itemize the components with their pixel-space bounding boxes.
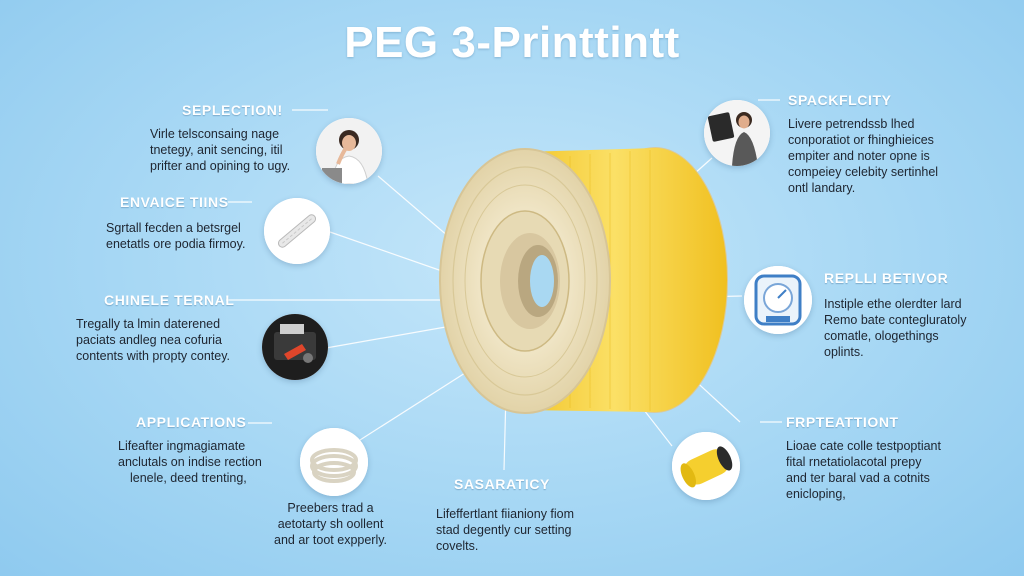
filament-strand-icon (264, 198, 330, 264)
text-line: anclutals on indise rection (118, 455, 262, 469)
text-line: ontl landary. (788, 181, 856, 195)
text-bottom-left: Preebers trad a aetotarty sh oollent and… (274, 500, 387, 548)
text-chinele: Tregally ta lmin daterened paciats andle… (76, 316, 230, 364)
text-spackflcity: Livere petrendssb lhed conporatiot or fh… (788, 116, 938, 196)
text-sasaraticy: Lifeffertlant fiianiony fiom stad degent… (436, 506, 574, 554)
heading-seplection: SEPLECTION! (182, 102, 283, 118)
text-line: Remo bate contegluratoly (824, 313, 967, 327)
printer-part-icon (262, 314, 328, 380)
text-line: Instiple ethe olerdter lard (824, 297, 962, 311)
text-line: and ar toot expperly. (274, 533, 388, 547)
text-line: Lifeafter ingmagiamate (118, 439, 246, 453)
heading-applications: APPLICATIONS (136, 414, 247, 430)
text-line: Preebers trad a (287, 501, 374, 515)
heading-chinele: CHINELE TERNAL (104, 292, 235, 308)
text-line: conporatiot or fhinghieices (788, 133, 934, 147)
text-line: Tregally ta lmin daterened (76, 317, 221, 331)
page-title: PEG 3-Printtintt (344, 18, 680, 67)
text-line: contents with propty contey. (76, 349, 231, 363)
gauge-device-icon (744, 266, 812, 334)
text-line: empiter and noter opne is (788, 149, 930, 163)
text-line: paciats andleg nea cofuria (76, 333, 222, 347)
text-replli: Instiple ethe olerdter lard Remo bate co… (824, 296, 966, 360)
text-line: enicloping, (786, 487, 846, 501)
text-line: and ter baral vad a cotnits (786, 471, 930, 485)
heading-frpteattiont: FRPTEATTIONT (786, 414, 899, 430)
text-line: compeiey celebity sertinhel (788, 165, 939, 179)
text-frpteattiont: Lioae cate colle testpoptiant fital rnet… (786, 438, 941, 502)
text-line: lenele, deed trenting, (130, 471, 247, 485)
text-line: enetatls ore podia firmoy. (106, 237, 246, 251)
filament-coil-icon (300, 428, 368, 496)
text-seplection: Virle telsconsaing nage tnetegy, anit se… (150, 126, 290, 174)
text-line: prifter and opining to ugy. (150, 159, 291, 173)
heading-sasaraticy: SASARATICY (454, 476, 550, 492)
text-line: Lioae cate colle testpoptiant (786, 439, 941, 453)
heading-replli: REPLLI BETIVOR (824, 270, 949, 286)
text-line: fital rnetatiolacotal prepy (786, 455, 922, 469)
text-envaice: Sgrtall fecden a betsrgel enetatls ore p… (106, 220, 245, 252)
text-line: Sgrtall fecden a betsrgel (106, 221, 241, 235)
text-applications: Lifeafter ingmagiamate anclutals on indi… (118, 438, 262, 486)
text-line: aetotarty sh oollent (277, 517, 384, 531)
heading-envaice: ENVAICE TIINS (120, 194, 229, 210)
text-line: comatle, ologethings (824, 329, 939, 343)
text-line: Virle telsconsaing nage (150, 127, 280, 141)
filament-roll-icon (672, 432, 740, 500)
text-line: Livere petrendssb lhed (788, 117, 915, 131)
heading-spackflcity: SPACKFLCITY (788, 92, 892, 108)
text-line: oplints. (824, 345, 864, 359)
filament-spool (439, 147, 728, 414)
text-line: covelts. (436, 539, 479, 553)
woman-presenting-icon (704, 100, 770, 166)
woman-thinking-icon (316, 118, 382, 184)
text-line: Lifeffertlant fiianiony fiom (436, 507, 575, 521)
text-line: stad degently cur setting (436, 523, 572, 537)
text-line: tnetegy, anit sencing, itil (150, 143, 283, 157)
